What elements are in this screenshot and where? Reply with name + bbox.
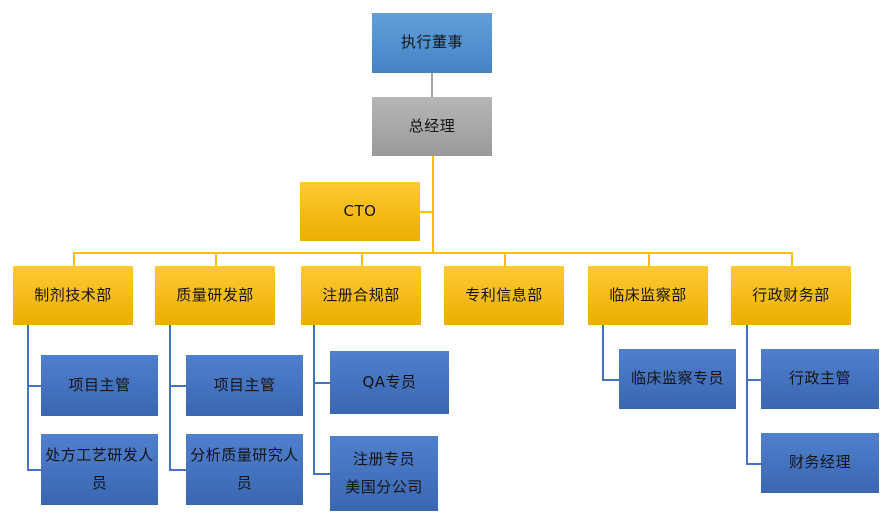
org-node-executive-director: 执行董事 (372, 13, 492, 73)
node-label: 注册专员 (352, 449, 415, 468)
connector-drop-quality (169, 325, 171, 470)
org-node-analytical-quality-research-staff: 分析质量研究人员 (186, 434, 303, 505)
node-label: CTO (343, 201, 377, 220)
org-node-general-manager: 总经理 (372, 97, 492, 156)
connector-stub-registration (313, 473, 330, 475)
node-label: 财务经理 (788, 453, 851, 472)
connector-stub-clin-monitor (602, 379, 619, 381)
connector-stub-proj-sup-1 (27, 385, 41, 387)
connector-stub-dept-regulatory (361, 252, 363, 266)
org-node-formulation-process-rnd-staff: 处方工艺研发人员 (41, 434, 158, 505)
connector-stub-qa (313, 382, 330, 384)
connector-cto-stub (420, 211, 433, 213)
node-label: QA专员 (362, 372, 417, 391)
connector-stub-dept-admin (791, 252, 793, 266)
org-node-dept-quality-rnd: 质量研发部 (155, 266, 275, 325)
connector-stub-admin-sup (746, 379, 761, 381)
node-label: 专利信息部 (465, 285, 543, 304)
connector-stub-finance-mgr (746, 463, 761, 465)
node-label: 临床监察专员 (630, 369, 724, 388)
org-node-dept-admin-finance: 行政财务部 (731, 266, 851, 325)
org-node-finance-manager: 财务经理 (761, 433, 879, 493)
org-node-qa-specialist: QA专员 (330, 351, 449, 414)
node-label: 分析质量研究人员 (190, 445, 299, 492)
org-node-cto: CTO (300, 182, 420, 241)
connector-drop-regulatory (313, 325, 315, 475)
connector-drop-clinical (602, 325, 604, 380)
node-label: 质量研发部 (176, 285, 254, 304)
node-sublabel: 美国分公司 (345, 477, 423, 496)
org-node-project-supervisor-quality: 项目主管 (186, 355, 303, 416)
org-node-dept-clinical-monitoring: 临床监察部 (588, 266, 708, 325)
org-node-admin-supervisor: 行政主管 (761, 349, 879, 409)
node-label: 总经理 (408, 116, 456, 135)
connector-stub-dept-quality (215, 252, 217, 266)
node-label: 项目主管 (68, 375, 131, 394)
connector-dept-distribution (73, 252, 792, 254)
org-node-project-supervisor-formulation: 项目主管 (41, 355, 158, 416)
node-label: 制剂技术部 (34, 285, 112, 304)
connector-stub-dept-clinical (648, 252, 650, 266)
org-node-registration-specialist: 注册专员 美国分公司 (330, 436, 438, 511)
connector-stub-analytical (169, 469, 186, 471)
connector-stub-dept-patent (504, 252, 506, 266)
node-label: 临床监察部 (609, 285, 687, 304)
org-node-dept-patent-info: 专利信息部 (444, 266, 564, 325)
connector-drop-formulation (27, 325, 29, 470)
node-label: 注册合规部 (322, 285, 400, 304)
org-node-dept-formulation-tech: 制剂技术部 (13, 266, 133, 325)
connector-stub-proj-sup-2 (169, 385, 186, 387)
node-label: 行政主管 (788, 369, 851, 388)
node-label: 行政财务部 (752, 285, 830, 304)
org-node-dept-regulatory-compliance: 注册合规部 (301, 266, 421, 325)
connector-stub-process-rnd (27, 469, 41, 471)
org-node-clinical-monitoring-specialist: 临床监察专员 (619, 349, 736, 409)
node-label: 执行董事 (400, 33, 463, 52)
connector-exec-to-gm (431, 73, 433, 97)
connector-gm-trunk (432, 156, 434, 253)
node-label: 项目主管 (213, 375, 276, 394)
connector-stub-dept-formulation (73, 252, 75, 266)
node-label: 处方工艺研发人员 (45, 445, 154, 492)
connector-drop-admin (746, 325, 748, 464)
